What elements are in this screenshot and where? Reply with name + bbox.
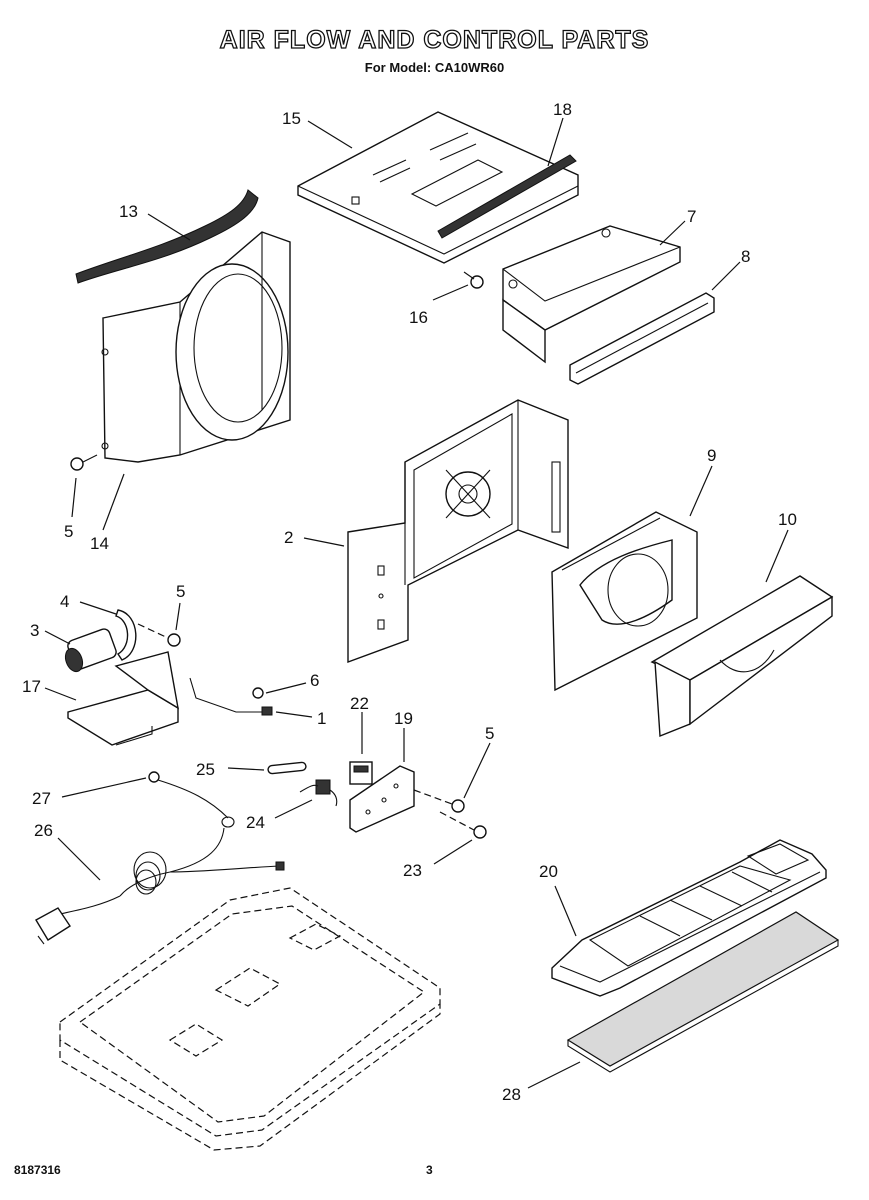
page-number: 3 (426, 1163, 433, 1177)
part-19-control-bracket (349, 765, 415, 833)
part-10-duct (650, 575, 834, 738)
part-20-base-tray (551, 839, 827, 997)
model-subtitle: For Model: CA10WR60 (364, 60, 505, 75)
callout-26: 26 (34, 821, 53, 840)
base-pan-reference (59, 887, 441, 1151)
part-16-screw (463, 271, 484, 289)
part-8-channel-strip (569, 292, 715, 385)
part-18-gasket-strip (437, 154, 577, 239)
part-23-screw (439, 811, 487, 839)
document-number: 8187316 (14, 1163, 61, 1177)
callout-1: 1 (317, 709, 326, 728)
part-28-air-filter (566, 911, 840, 1073)
callout-2: 2 (284, 528, 293, 547)
callout-labels: 15 18 13 7 8 16 9 10 5 14 2 4 5 3 17 6 1… (22, 100, 797, 1104)
part-5c-screw (413, 789, 465, 813)
callout-14: 14 (90, 534, 109, 553)
callout-3: 3 (30, 621, 39, 640)
callout-10: 10 (778, 510, 797, 529)
part-6-screw (252, 687, 264, 699)
part-15-control-panel (297, 111, 579, 264)
part-9-blower-housing (551, 511, 698, 692)
part-4-capacitor-strap (115, 609, 137, 661)
callout-24: 24 (246, 813, 265, 832)
callout-13: 13 (119, 202, 138, 221)
part-22-switch (349, 761, 373, 785)
part-27-screw (148, 771, 160, 783)
part-26-power-cord (35, 779, 285, 945)
callout-18: 18 (553, 100, 572, 119)
callout-5a: 5 (64, 522, 73, 541)
callout-4: 4 (60, 592, 69, 611)
part-14-fan-shroud (101, 231, 291, 463)
callout-6: 6 (310, 671, 319, 690)
callout-15: 15 (282, 109, 301, 128)
part-25-tube (267, 761, 307, 775)
callout-20: 20 (539, 862, 558, 881)
callout-5b: 5 (176, 582, 185, 601)
callout-19: 19 (394, 709, 413, 728)
part-5a-screw (70, 454, 98, 471)
callout-17: 17 (22, 677, 41, 696)
part-24-sensor (299, 779, 338, 807)
callout-22: 22 (350, 694, 369, 713)
callout-7: 7 (687, 207, 696, 226)
part-1-ground-wire (189, 677, 273, 716)
callout-25: 25 (196, 760, 215, 779)
callout-16: 16 (409, 308, 428, 327)
callout-27: 27 (32, 789, 51, 808)
callout-23: 23 (403, 861, 422, 880)
part-5b-screw (137, 623, 181, 647)
part-7-cover (502, 225, 681, 364)
callout-28: 28 (502, 1085, 521, 1104)
callout-8: 8 (741, 247, 750, 266)
part-17-capacitor-bracket (67, 651, 179, 746)
page-title: AIR FLOW AND CONTROL PARTS (219, 25, 650, 54)
part-2-bulkhead (347, 399, 569, 664)
callout-5c: 5 (485, 724, 494, 743)
leader-lines (44, 117, 789, 1089)
callout-9: 9 (707, 446, 716, 465)
part-13-gasket (75, 189, 259, 284)
part-3-capacitor (64, 628, 117, 673)
